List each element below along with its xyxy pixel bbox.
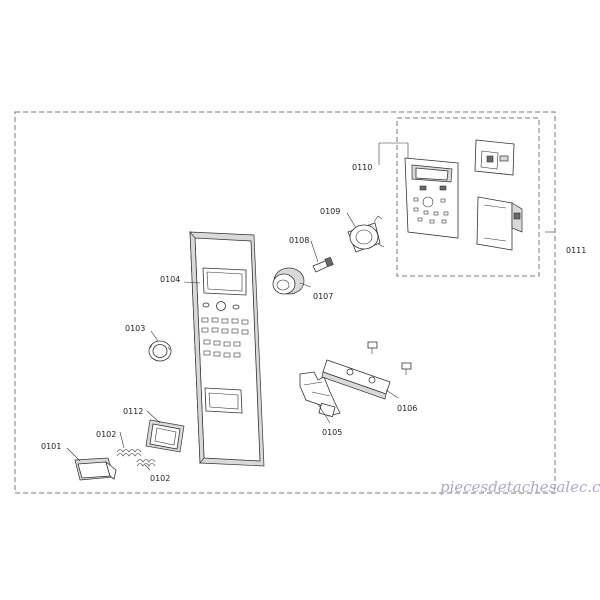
lever-part — [321, 359, 391, 400]
watermark: piecesdetachesalec.com — [440, 478, 600, 496]
button-bezel-part — [145, 419, 185, 453]
label-0105: 0105 — [322, 428, 342, 437]
assembly-boundary — [14, 111, 556, 494]
small-board-part — [474, 139, 515, 176]
latch-bracket-part — [299, 371, 341, 418]
spring-upper-part — [116, 449, 142, 457]
leader-lines — [66, 142, 555, 471]
label-0107: 0107 — [313, 292, 333, 301]
electronics-boundary — [396, 117, 540, 277]
spring-lower-part — [136, 459, 156, 467]
shaft-part — [312, 256, 334, 273]
door-button-part — [74, 457, 117, 481]
screw-part — [367, 341, 378, 354]
control-panel-part — [189, 230, 265, 467]
label-0103: 0103 — [125, 324, 145, 333]
encoder-housing-part — [347, 215, 385, 253]
label-0111: 0111 — [566, 246, 586, 255]
display-pcb-part — [404, 157, 459, 239]
power-board-part — [476, 196, 523, 251]
label-0109: 0109 — [320, 207, 340, 216]
label-0104: 0104 — [160, 275, 180, 284]
part-labels: 0104 0103 0112 0102 0102 0101 0107 0108 … — [41, 163, 586, 483]
screw-part — [401, 362, 412, 375]
label-0108: 0108 — [289, 236, 309, 245]
knob-ring-part — [148, 340, 172, 362]
knob-part — [272, 267, 305, 295]
label-0112: 0112 — [123, 407, 143, 416]
label-0102-upper: 0102 — [96, 430, 116, 439]
label-0101: 0101 — [41, 442, 61, 451]
label-0106: 0106 — [397, 404, 417, 413]
label-0102-lower: 0102 — [150, 474, 170, 483]
label-0110: 0110 — [352, 163, 372, 172]
